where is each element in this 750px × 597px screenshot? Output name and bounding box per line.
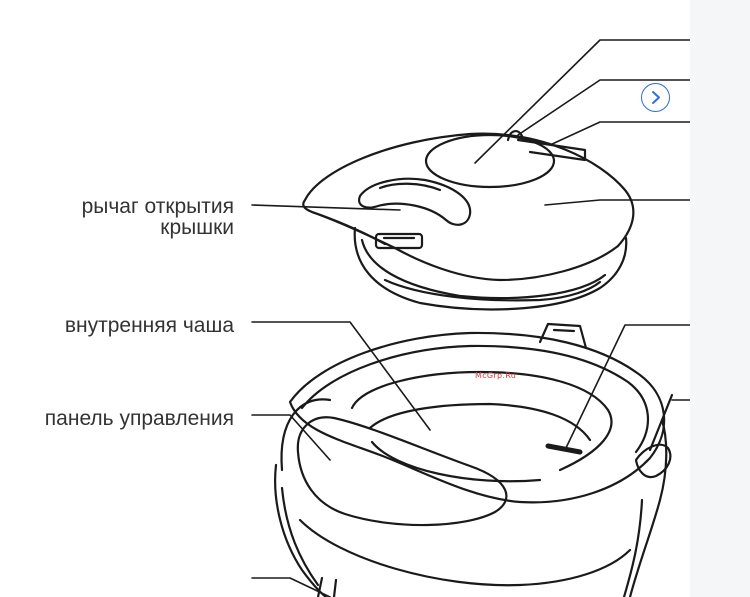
watermark: McGrp.Ru [475, 371, 517, 380]
leader-lines [251, 39, 690, 597]
label-control-panel: панель управления [44, 407, 234, 430]
side-panel [690, 0, 750, 597]
kettle-diagram [251, 39, 690, 597]
water-level-mark [545, 443, 583, 455]
chevron-right-icon [652, 91, 660, 104]
kettle-body-drawing [274, 322, 674, 597]
label-inner-bowl: внутренняя чаша [64, 314, 234, 337]
label-lid-lever: рычаг открытия крышки [81, 195, 234, 239]
lid-drawing [302, 130, 635, 311]
diagram-area: рычаг открытия крышки внутренняя чаша па… [44, 39, 690, 597]
next-button[interactable] [641, 83, 670, 112]
